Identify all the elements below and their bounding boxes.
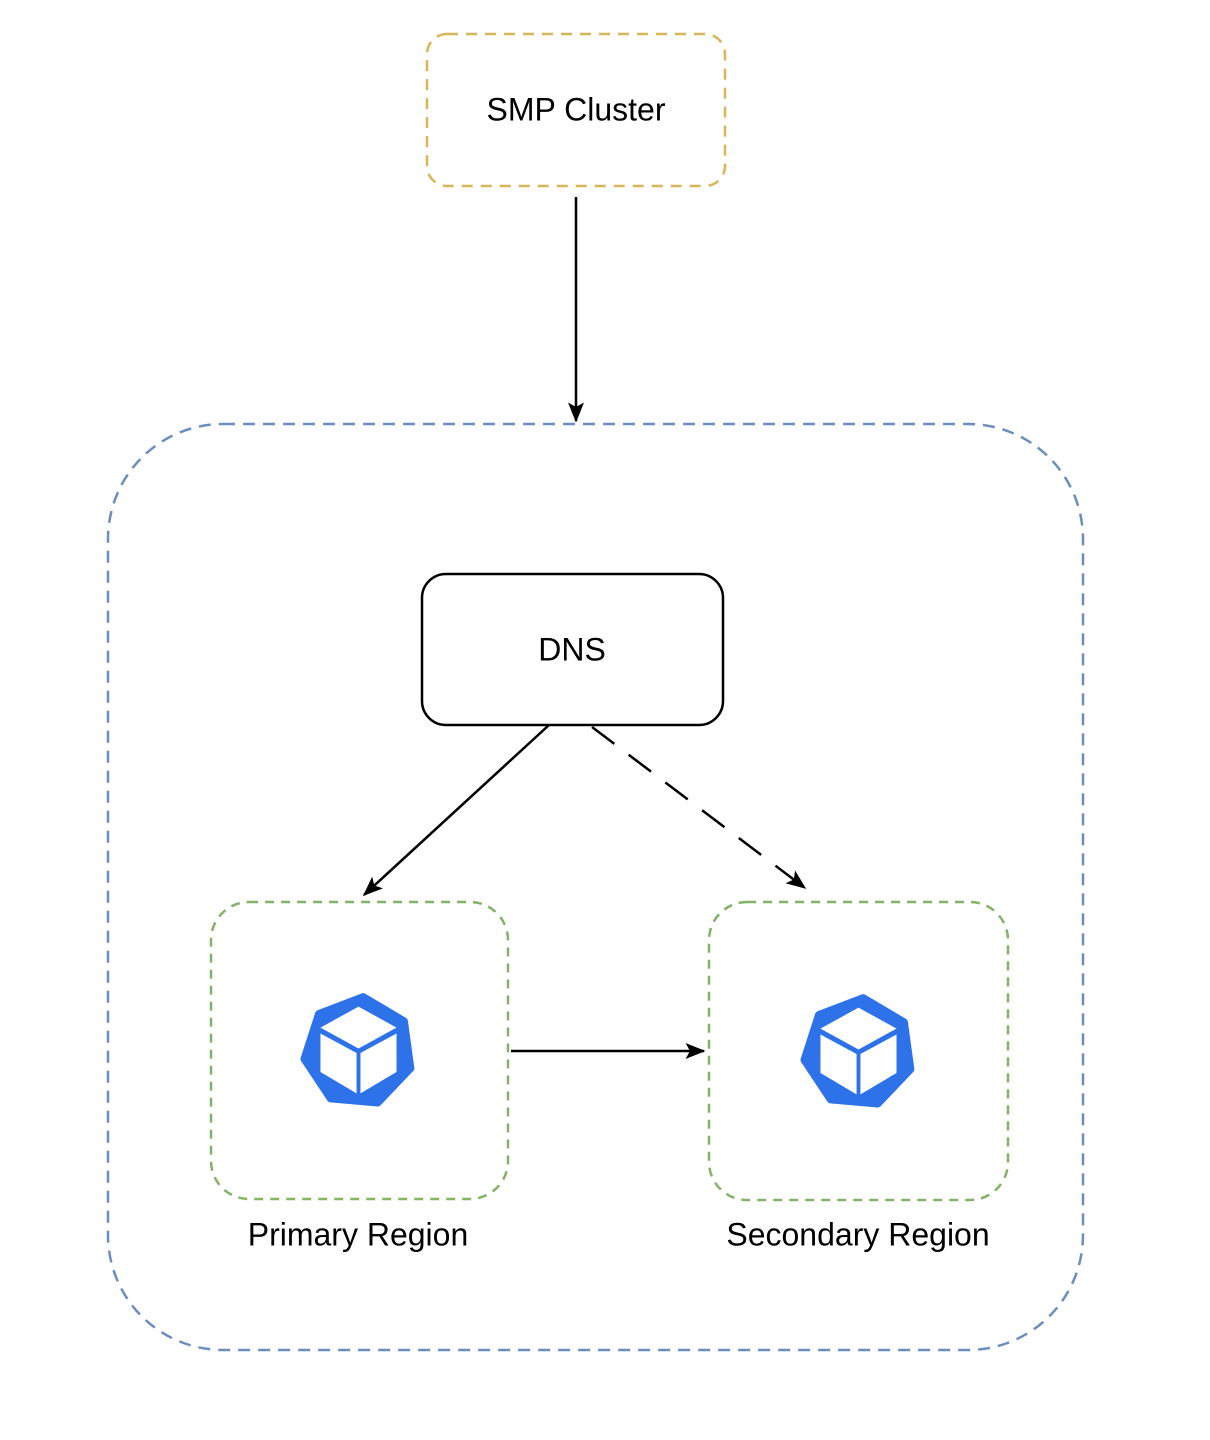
cube-left-face: [820, 1034, 857, 1095]
edge-dns-to-primary: [362, 724, 550, 897]
cube-top-face: [820, 1007, 897, 1050]
zone-container-box: [106, 422, 1085, 1352]
cube-right-face: [860, 1034, 897, 1095]
dns-box: [420, 572, 725, 727]
cube-right-face: [360, 1033, 397, 1094]
edge-dns-to-secondary: [591, 726, 807, 889]
cube-left-face: [320, 1033, 357, 1094]
smp-cluster-box: [425, 32, 727, 188]
secondary-region-label: Secondary Region: [726, 1216, 990, 1253]
cube-top-face: [320, 1006, 397, 1049]
cube-heptagon-icon-secondary: [800, 994, 915, 1108]
dns-label: DNS: [538, 631, 606, 668]
primary-region-label: Primary Region: [247, 1216, 469, 1253]
smp-cluster-label: SMP Cluster: [486, 91, 666, 128]
cube-heptagon-icon-primary: [300, 993, 415, 1107]
